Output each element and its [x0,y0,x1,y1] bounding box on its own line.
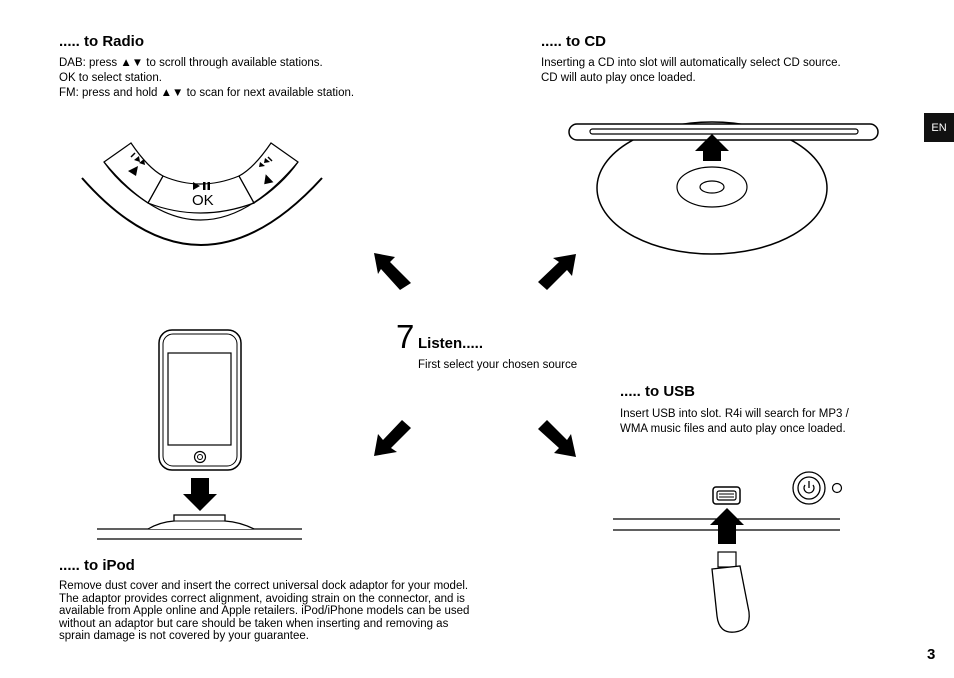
ipod-line: without an adaptor but care should be ta… [59,617,449,630]
radio-line: DAB: press ▲▼ to scroll through availabl… [59,57,323,69]
usb-line: WMA music files and auto play once loade… [620,423,846,435]
ok-button-label: OK [192,192,214,209]
ipod-description: Remove dust cover and insert the correct… [59,580,469,643]
usb-line: Insert USB into slot. R4i will search fo… [620,408,849,420]
cd-line: CD will auto play once loaded. [541,72,696,84]
language-tab: EN [924,113,954,142]
power-icon [792,471,826,505]
next-icon [259,156,274,185]
cd-description: Inserting a CD into slot will automatica… [541,56,841,86]
listen-subtitle: First select your chosen source [418,359,578,371]
usb-description: Insert USB into slot. R4i will search fo… [620,407,849,437]
radio-line: FM: press and hold ▲▼ to scan for next a… [59,87,355,99]
page-number: 3 [927,646,936,663]
ipod-line: available from Apple online and Apple re… [59,605,470,617]
ipod-line: Remove dust cover and insert the correct… [59,580,469,592]
radio-line: OK to select station. [59,72,162,84]
cd-line: Inserting a CD into slot will automatica… [541,57,841,69]
play-pause-icon [193,182,210,190]
listen-heading: Listen..... [418,335,484,352]
cd-heading: ..... to CD [541,33,606,50]
ipod-line: sprain damage is not covered by your gua… [59,630,309,642]
ipod-heading: ..... to iPod [59,557,135,574]
ipod-line: The adaptor provides correct alignment, … [59,592,465,605]
step-number: 7 [396,318,415,355]
usb-heading: ..... to USB [620,383,695,400]
previous-icon [128,152,145,176]
radio-heading: ..... to Radio [59,33,144,50]
radio-description: DAB: press ▲▼ to scroll through availabl… [59,56,354,101]
